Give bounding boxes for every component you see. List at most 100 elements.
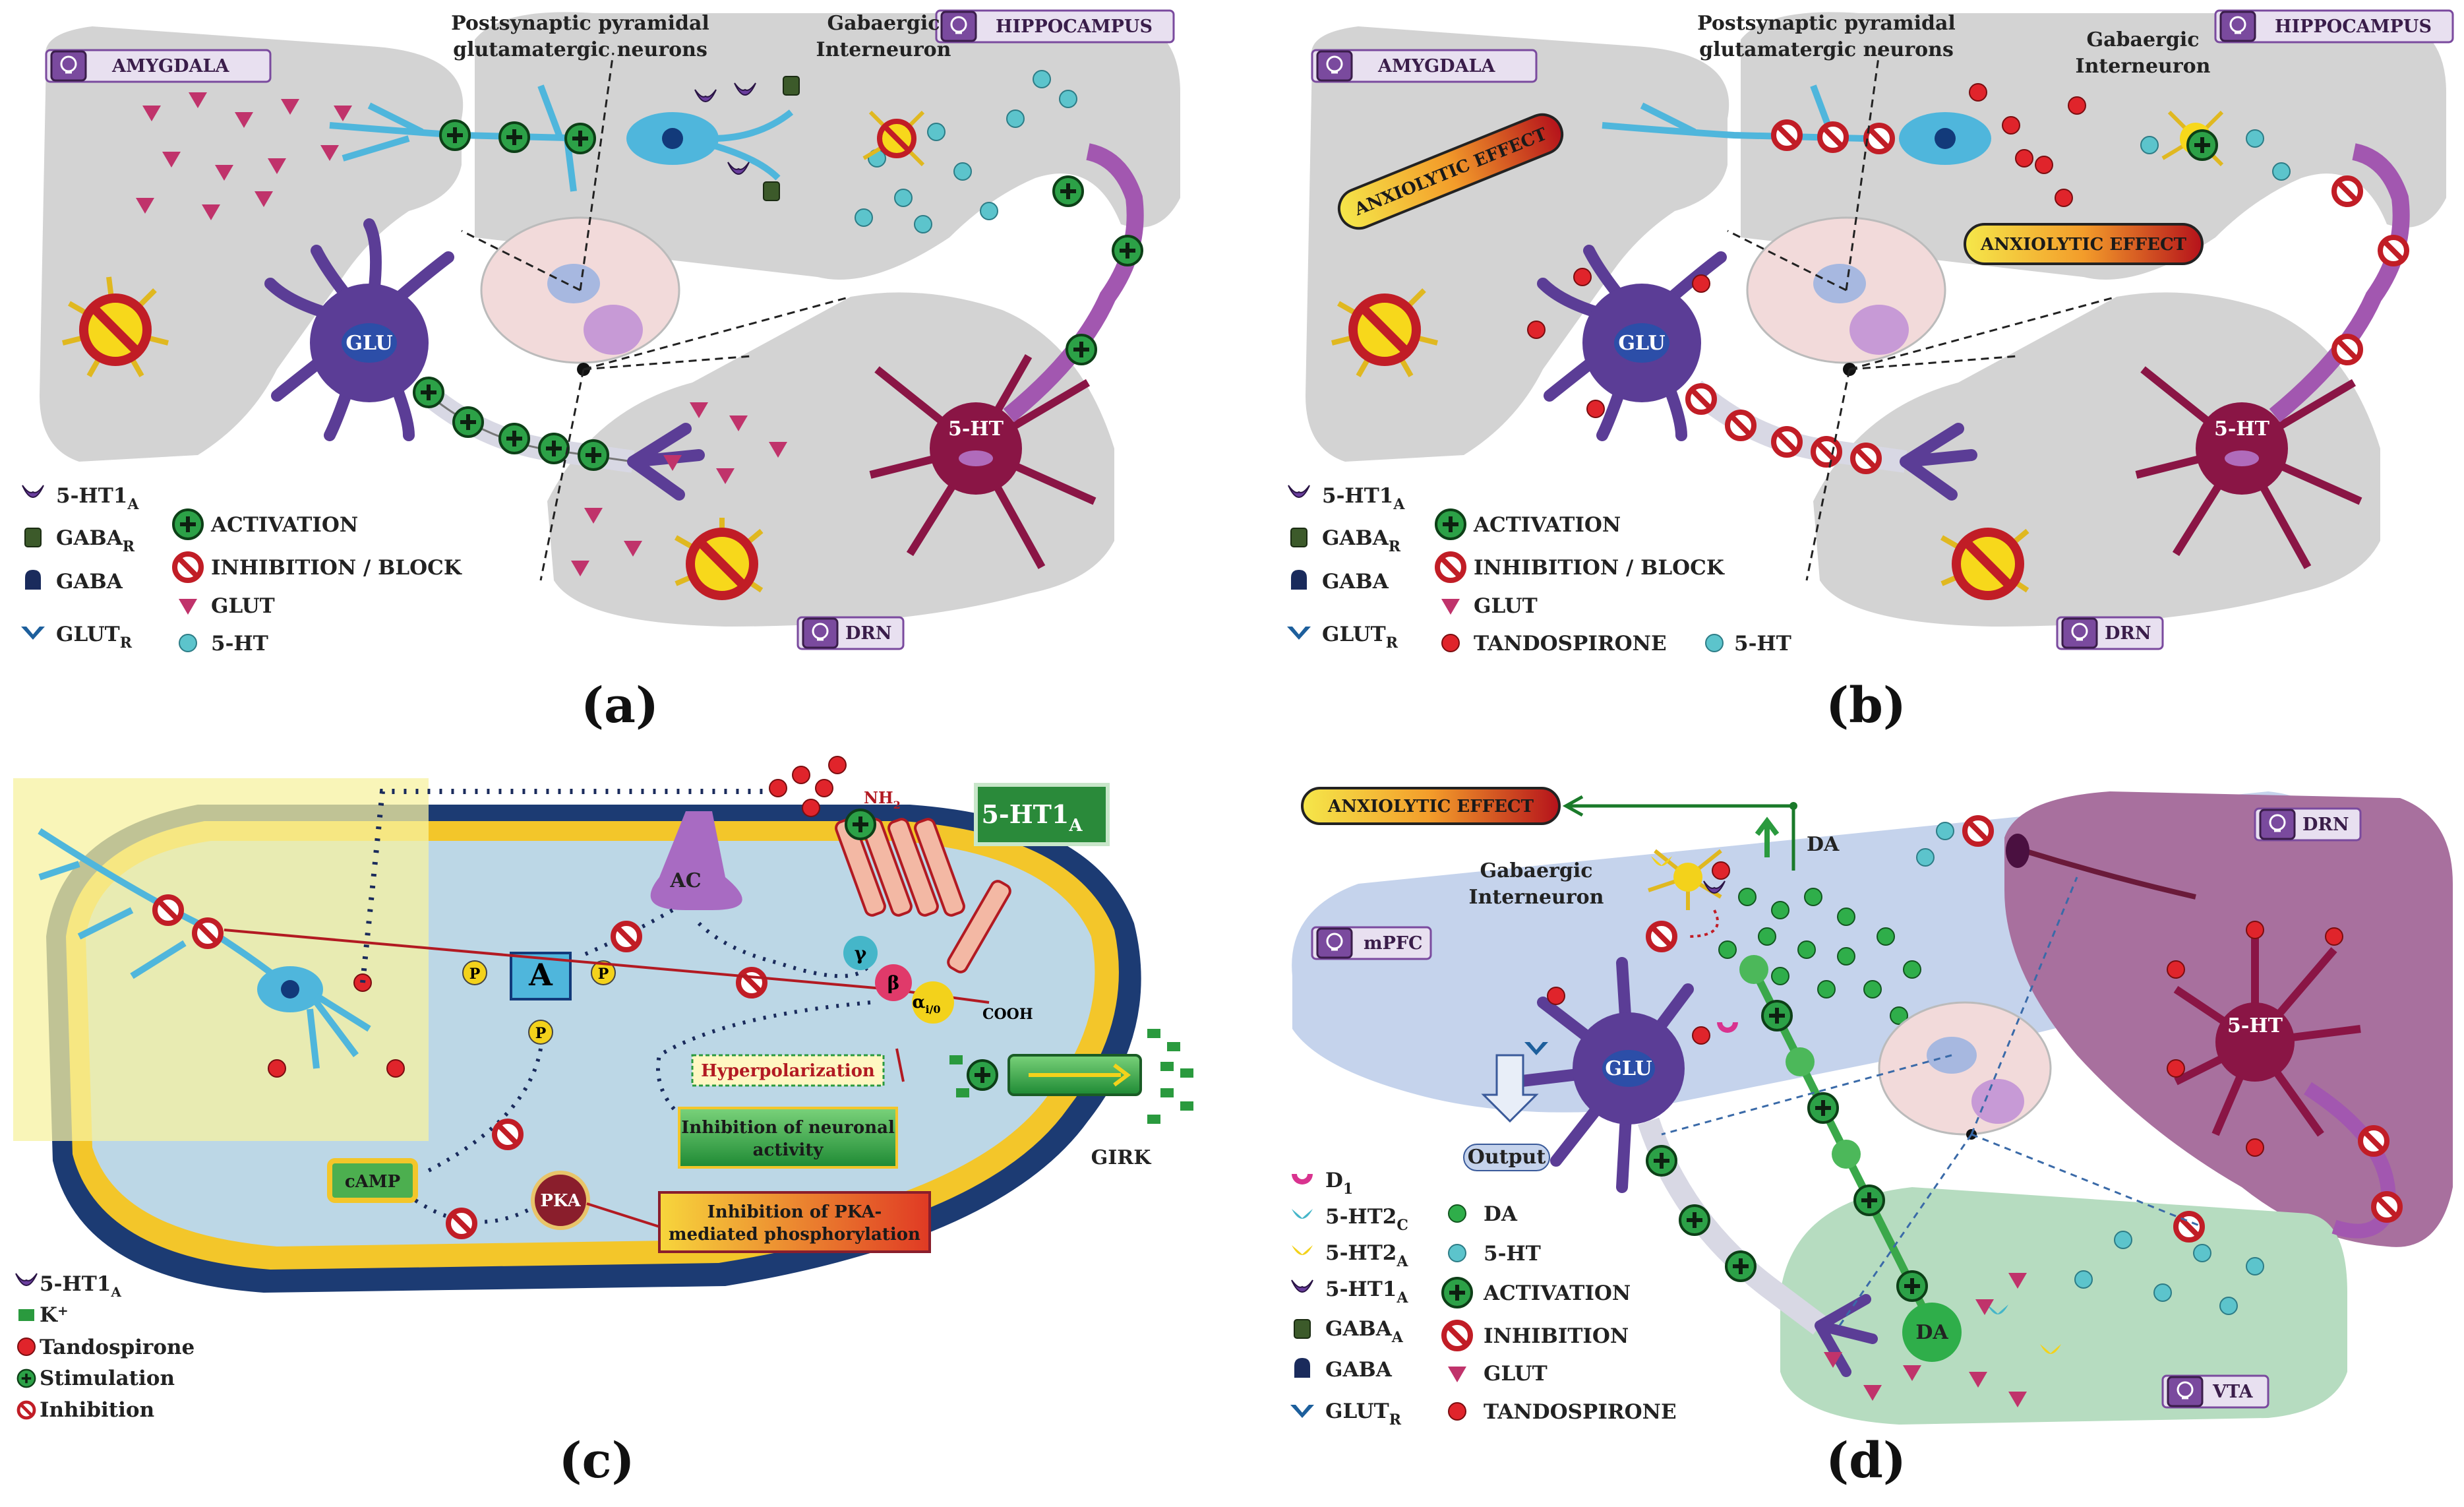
panel-a: GLU [21,9,1180,734]
anxiolytic-label-d: ANXIOLYTIC EFFECT [1301,787,1561,825]
axon-glu-drn-a [414,378,705,501]
svg-text:INHIBITION / BLOCK: INHIBITION / BLOCK [1474,556,1725,580]
svg-text:ACTIVATION: ACTIVATION [210,513,358,537]
svg-text:Inhibition: Inhibition [40,1398,154,1422]
svg-text:A: A [528,957,553,993]
svg-text:HIPPOCAMPUS: HIPPOCAMPUS [2275,16,2432,37]
ht-neuron-b: 5-HT [2135,143,2410,569]
glu-neuron-b: GLU [1527,245,1727,441]
svg-text:β: β [887,972,900,994]
panel-letter-b: (b) [1826,677,1906,734]
inhibition-activity-box: Inhibition of neuronal activity [678,1107,898,1169]
gabaergic-label-a-1: Gabaergic [827,12,940,35]
gabaergic-label-a-2: Interneuron [816,38,951,61]
svg-text:activity: activity [753,1140,824,1160]
svg-text:GABA: GABA [1325,1358,1393,1382]
amygdala-label-a: AMYGDALA [45,49,272,83]
da-label-neuron: DA [1915,1321,1948,1344]
interneuron-hippocampus-b [2161,110,2224,167]
hippocampus-label-a: HIPPOCAMPUS [935,9,1175,44]
svg-text:DRN: DRN [2302,815,2349,835]
svg-text:GLUTR: GLUTR [56,623,133,652]
gabaergic-label-b-1: Gabaergic [2086,28,2199,51]
svg-text:HIPPOCAMPUS: HIPPOCAMPUS [996,16,1153,37]
svg-text:GIRK: GIRK [1091,1146,1152,1169]
svg-text:GABA: GABA [56,570,123,594]
svg-text:5-HT: 5-HT [211,632,268,656]
svg-text:5-HT1A: 5-HT1A [40,1272,121,1300]
svg-text:AC: AC [669,869,701,892]
gabaergic-label-b-2: Interneuron [2076,55,2211,78]
svg-text:TANDOSPIRONE: TANDOSPIRONE [1484,1400,1677,1424]
amygdala-label-b: AMYGDALA [1311,49,1538,83]
svg-text:DRN: DRN [845,623,892,644]
anxiolytic-label-b-2: ANXIOLYTIC EFFECT [1964,223,2204,265]
postsynaptic-label-a-2: glutamatergic neurons [453,38,707,61]
gabaergic-label-d-2: Interneuron [1469,886,1604,909]
glu-label-d: GLU [1605,1057,1652,1080]
postsynaptic-label-b-2: glutamatergic neurons [1699,38,1954,61]
hippocampus-label-b: HIPPOCAMPUS [2214,9,2454,44]
axon-glu-drn-b [1688,381,1977,501]
output-arrow: Output [1463,1054,1550,1171]
interneuron-amygdala [62,276,169,377]
adenylyl-cyclase: AC [650,811,742,910]
da-label-top: DA [1807,833,1840,856]
panel-letter-d: (d) [1826,1432,1906,1489]
svg-text:INHIBITION / BLOCK: INHIBITION / BLOCK [211,556,462,580]
hippocampus-region-b [1741,12,2446,280]
svg-text:Tandospirone: Tandospirone [40,1336,195,1359]
vta-label: VTA [2161,1374,2269,1409]
inhibition-pka-box: Inhibition of PKA- mediated phosphorylat… [658,1191,931,1253]
svg-text:PKA: PKA [540,1191,581,1211]
panel-c: AC A P P P cAMP PKA [13,756,1193,1489]
glu-neuron-a: GLU [264,218,454,441]
svg-text:COOH: COOH [982,1006,1033,1023]
svg-text:ANXIOLYTIC EFFECT: ANXIOLYTIC EFFECT [1327,797,1534,816]
svg-text:Inhibition of PKA-: Inhibition of PKA- [707,1202,882,1222]
svg-text:GLUT: GLUT [211,594,275,618]
dashed-connectors-b [1727,52,2117,581]
svg-text:D1: D1 [1325,1169,1353,1198]
panel-letter-c: (c) [558,1432,634,1489]
svg-text:5-HT1A: 5-HT1A [981,799,1083,836]
svg-text:GABA: GABA [1322,570,1389,594]
svg-text:γ: γ [855,942,867,964]
neuron-highlight-box [13,778,429,1141]
panel-letter-a: (a) [581,677,659,734]
legend-b: 5-HT1A GABAR GABA GLUTR ACTIVATION INHIB… [1287,484,1791,656]
interneuron-drn-a [675,518,764,596]
pyramidal-neuron-b [1602,83,2033,168]
pka-circle: PKA [531,1171,590,1230]
panel-b: GLU [1287,9,2454,734]
ht-label-b: 5-HT [2214,417,2270,441]
ht-neuron-d: 5-HT [1916,818,2400,1239]
legend-d: D1 5-HT2C 5-HT2A 5-HT1A GABAA GABA GLUTR… [1290,1169,1677,1429]
camp-box: cAMP [327,1158,418,1203]
postsynaptic-label-a-1: Postsynaptic pyramidal [451,12,709,35]
g-protein: γ β αi/0 [843,936,954,1024]
svg-text:VTA: VTA [2212,1382,2254,1402]
svg-text:mPFC: mPFC [1364,933,1423,954]
interneuron-hippocampus-a [862,110,925,167]
svg-text:5-HT1A: 5-HT1A [1325,1277,1408,1307]
svg-text:Hyperpolarization: Hyperpolarization [701,1061,875,1081]
glu-label-a: GLU [346,332,392,355]
interneuron-drn-b [1940,531,2029,596]
svg-text:K+: K+ [40,1303,69,1327]
svg-text:5-HT1A: 5-HT1A [56,484,139,513]
svg-text:αi/0: αi/0 [912,993,940,1016]
legend-a: 5-HT1A GABAR GABA GLUTR ACTIVATION INHIB… [21,484,462,656]
dashed-connectors-a [461,52,851,581]
svg-text:AMYGDALA: AMYGDALA [111,56,230,77]
svg-text:INHIBITION: INHIBITION [1484,1324,1629,1348]
amygdala-region [40,26,464,462]
anxiolytic-arrow-d [1562,795,1795,871]
da-axon-d: DA [1739,955,2061,1362]
svg-text:NH2: NH2 [864,788,901,811]
ht-label-a: 5-HT [948,417,1004,441]
svg-text:AMYGDALA: AMYGDALA [1377,56,1496,77]
svg-text:Inhibition of neuronal: Inhibition of neuronal [681,1118,895,1138]
drn-label-b: DRN [2056,616,2164,650]
ht-label-d: 5-HT [2227,1014,2283,1037]
